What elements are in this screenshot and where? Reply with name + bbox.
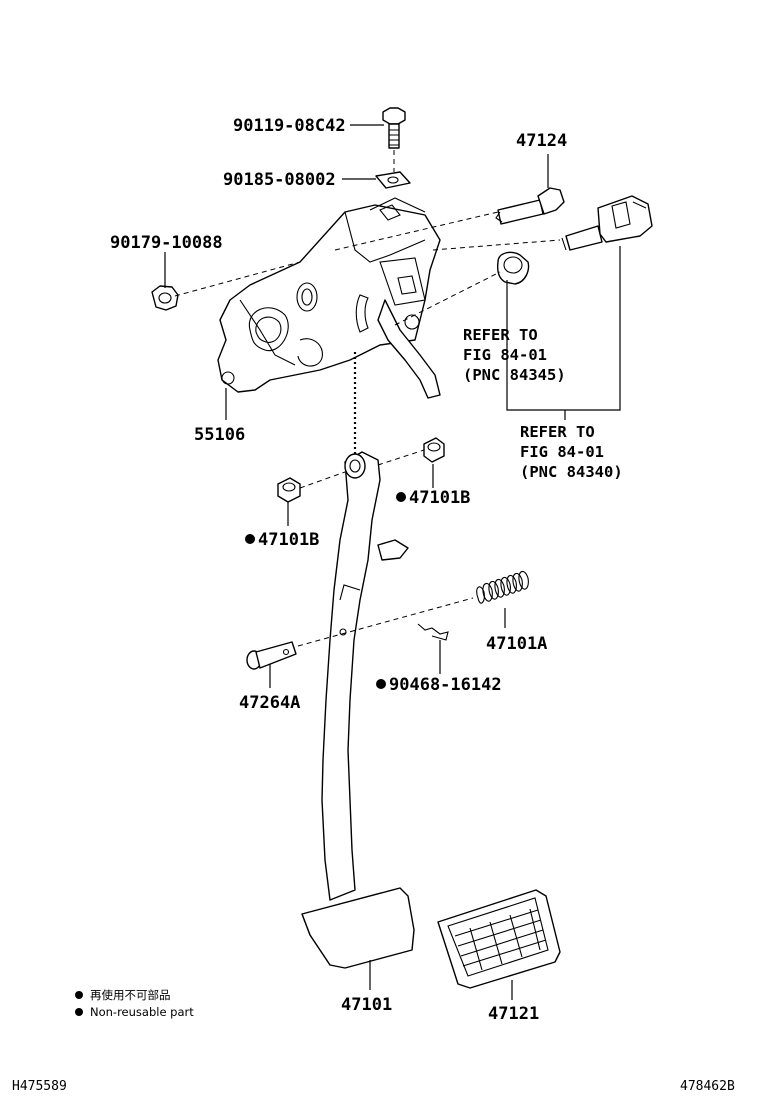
label-47101: 47101 [341, 995, 392, 1015]
bolt-90119 [382, 107, 406, 149]
label-90185: 90185-08002 [223, 170, 336, 190]
refer1-line1: REFER TO [463, 326, 538, 344]
brake-pedal-pad-47101 [301, 887, 415, 969]
nut-plate-90185 [375, 171, 411, 189]
refer1-line2: FIG 84-01 [463, 346, 547, 364]
refer2-line3: (PNC 84340) [520, 463, 623, 481]
label-47101B-right: 47101B [409, 488, 470, 508]
label-47101A: 47101A [486, 634, 547, 654]
label-47121: 47121 [488, 1004, 539, 1024]
label-55106: 55106 [194, 425, 245, 445]
legend-dot-english [75, 1008, 83, 1016]
label-90179: 90179-10088 [110, 233, 223, 253]
refer2-line1: REFER TO [520, 423, 595, 441]
legend-japanese: 再使用不可部品 [90, 988, 171, 1002]
pedal-pad-cover-47121 [437, 889, 561, 989]
label-90468: 90468-16142 [389, 675, 502, 695]
pedal-bracket-55106 [217, 197, 441, 399]
non-reusable-mark-90468 [376, 679, 386, 689]
clevis-pin-47264A [246, 641, 297, 670]
clip-90468 [417, 623, 449, 641]
refer2-line2: FIG 84-01 [520, 443, 604, 461]
stop-lamp-switch [561, 195, 653, 251]
label-90119: 90119-08C42 [233, 116, 346, 136]
nut-90179 [151, 285, 179, 311]
collar-47101B-right [423, 437, 445, 463]
collar-47101B-left [277, 477, 301, 503]
bushing [496, 251, 530, 285]
footer-right-code: 478462B [680, 1079, 735, 1094]
pivot-bolt-47124 [495, 187, 565, 225]
label-47101B-left: 47101B [258, 530, 319, 550]
refer1-line3: (PNC 84345) [463, 366, 566, 384]
non-reusable-mark-47101B-right [396, 492, 406, 502]
legend-dot-japanese [75, 991, 83, 999]
footer-left-code: H475589 [12, 1079, 67, 1094]
label-47124: 47124 [516, 131, 567, 151]
return-spring-47101A [476, 570, 529, 604]
label-47264A: 47264A [239, 693, 300, 713]
non-reusable-mark-47101B-left [245, 534, 255, 544]
legend-english: Non-reusable part [90, 1005, 194, 1019]
